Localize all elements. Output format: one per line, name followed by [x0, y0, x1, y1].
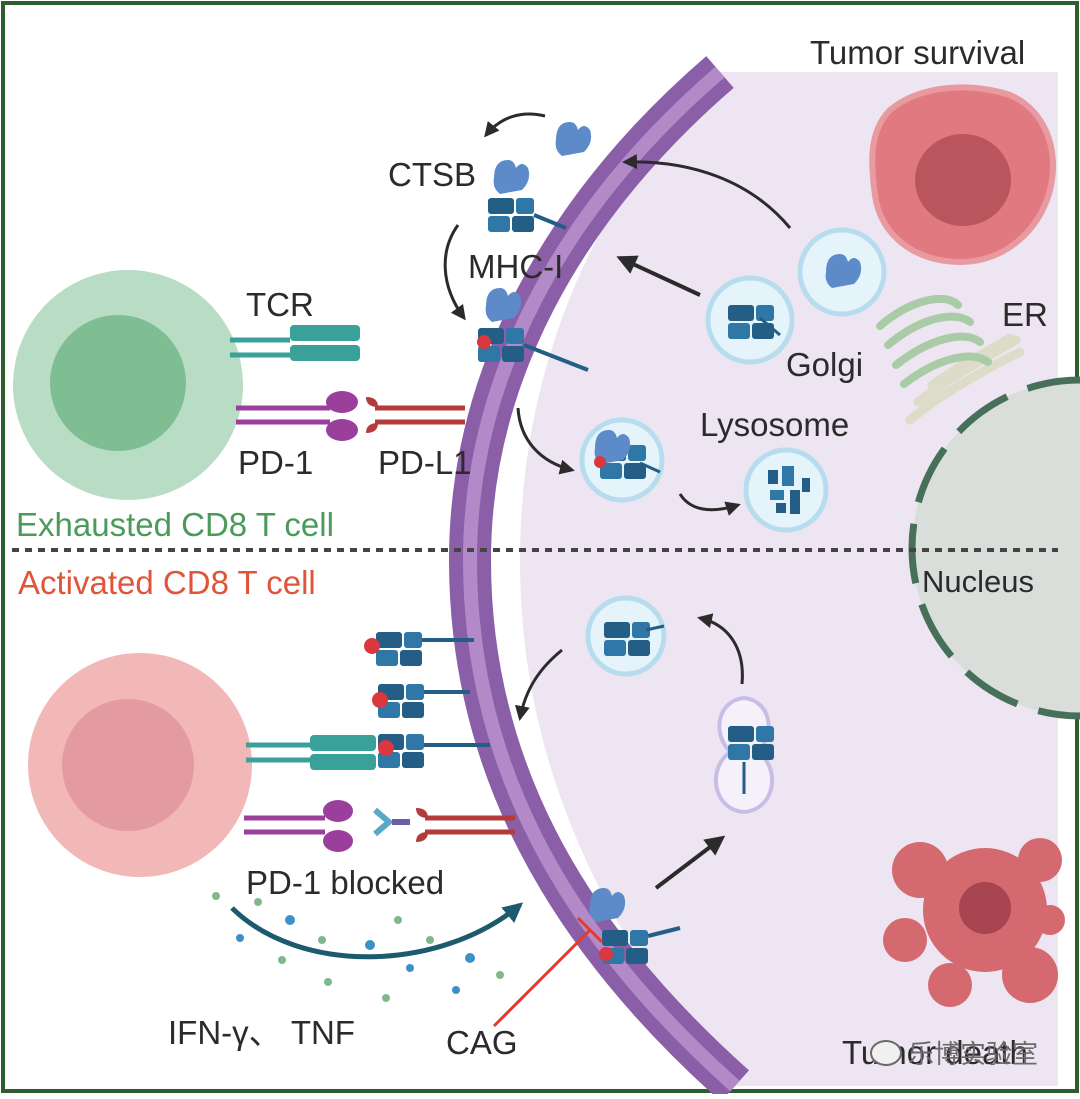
lysosome — [743, 447, 829, 533]
label-golgi: Golgi — [786, 346, 864, 383]
label-tcr: TCR — [246, 286, 314, 323]
activated-t-cell-nucleus — [62, 699, 194, 831]
mhc-i-cag — [599, 926, 681, 964]
vesicle-mhc — [705, 275, 795, 365]
pathway-arrows — [443, 112, 792, 890]
pd1-blocked-pair — [244, 800, 515, 852]
cytokine-dots — [212, 892, 504, 1002]
golgi-organelle — [876, 294, 992, 388]
label-mhc-i: MHC-I — [468, 248, 564, 285]
tumor-survival-nucleus — [915, 134, 1011, 226]
label-cytokines: IFN-γ、 TNF — [168, 1014, 355, 1051]
pd1-exhausted — [236, 391, 358, 441]
cag-inhibition — [492, 916, 604, 1028]
ctsb-bound — [493, 160, 530, 194]
label-cag: CAG — [446, 1024, 518, 1061]
label-exhausted-cd8: Exhausted CD8 T cell — [16, 506, 334, 543]
vesicle-ctsb — [797, 227, 887, 317]
watermark: 乐博实验室 — [870, 1034, 1038, 1071]
tcr-exhausted — [230, 325, 360, 361]
exhausted-t-cell-nucleus — [50, 315, 186, 451]
label-nucleus: Nucleus — [922, 564, 1034, 599]
label-pdl1: PD-L1 — [378, 444, 472, 481]
wechat-icon — [870, 1039, 902, 1066]
pdl1-exhausted — [366, 397, 465, 433]
label-pd1-blocked: PD-1 blocked — [246, 864, 445, 901]
tumor-death-nucleus — [959, 882, 1011, 934]
label-lysosome: Lysosome — [700, 406, 850, 443]
ctsb-secreted — [555, 122, 592, 156]
label-activated-cd8: Activated CD8 T cell — [18, 564, 316, 601]
mhc-i-membrane-top — [477, 198, 589, 372]
label-ctsb: CTSB — [388, 156, 477, 193]
cytokine-release-arrow — [230, 902, 524, 960]
label-tumor-survival: Tumor survival — [810, 34, 1026, 71]
mhc-i-membrane-bottom — [364, 632, 490, 768]
vesicle-endocytic — [579, 417, 665, 503]
watermark-text: 乐博实验室 — [908, 1040, 1039, 1070]
vesicle-recycling — [585, 595, 667, 677]
vesicle-budding — [714, 695, 774, 815]
tcr-activated — [246, 735, 376, 770]
label-er: ER — [1002, 296, 1048, 333]
label-pd1: PD-1 — [238, 444, 314, 481]
